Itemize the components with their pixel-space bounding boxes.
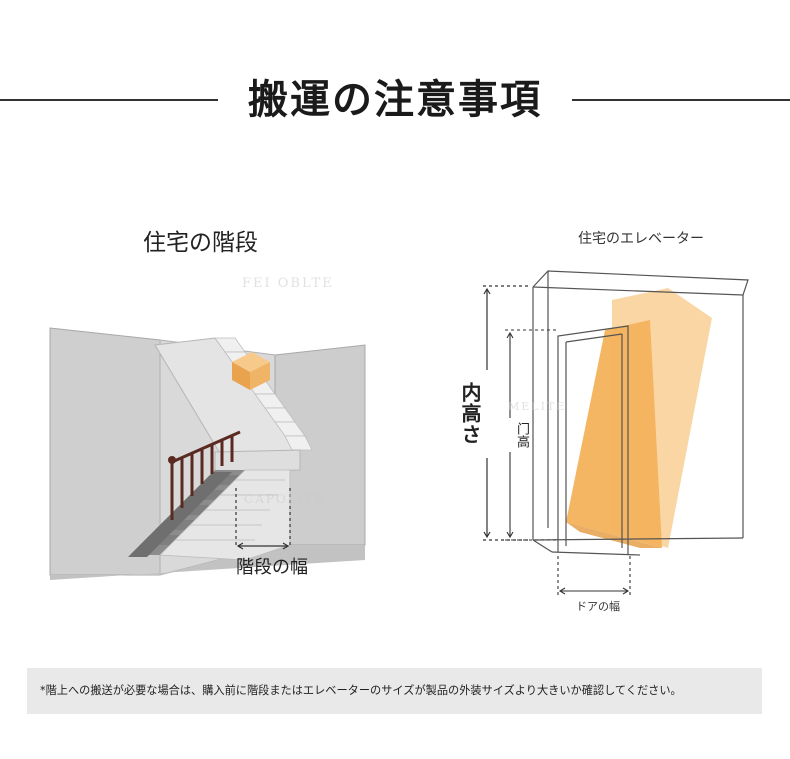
stair-left-wall (49, 327, 161, 576)
stair-carpet (128, 472, 232, 557)
inner-height-label: 内高さ (458, 382, 482, 445)
elevator-box-front (566, 320, 662, 548)
stair-newel-cap (168, 456, 176, 464)
title-divider-left (0, 99, 218, 101)
elevator-caption: 住宅のエレベーター (578, 231, 704, 247)
stair-width-dimension (235, 488, 291, 550)
stair-box-top (232, 352, 270, 372)
title-divider-right (572, 99, 790, 101)
page-title: 搬運の注意事項 (248, 77, 542, 123)
elevator-door-height-dimension (505, 329, 556, 541)
stair-box-front (232, 362, 250, 390)
note-text: *階上への搬送が必要な場合は、購入前に階段またはエレベーターのサイズが製品の外装… (40, 684, 682, 697)
stair-railing (170, 430, 241, 520)
elevator-box-shadow (566, 522, 662, 548)
staircase-illustration (49, 327, 366, 580)
elevator-inner-height-dimension (483, 285, 530, 541)
page-header: 搬運の注意事項 (0, 70, 790, 130)
elevator-car-outline (532, 270, 749, 556)
stair-landing (214, 449, 301, 473)
door-height-label: 门高 (514, 422, 529, 448)
stairs-caption: 住宅の階段 (143, 230, 258, 256)
elevator-door-frame (557, 325, 629, 555)
elevator-door-width-dimension (557, 556, 631, 596)
stair-floor (50, 545, 365, 580)
stair-width-label: 階段の幅 (236, 557, 308, 578)
stair-box-side (250, 362, 270, 390)
door-width-label: ドアの幅 (576, 600, 620, 613)
note-bar: *階上への搬送が必要な場合は、購入前に階段またはエレベーターのサイズが製品の外装… (27, 668, 762, 714)
elevator-illustration (483, 270, 749, 596)
